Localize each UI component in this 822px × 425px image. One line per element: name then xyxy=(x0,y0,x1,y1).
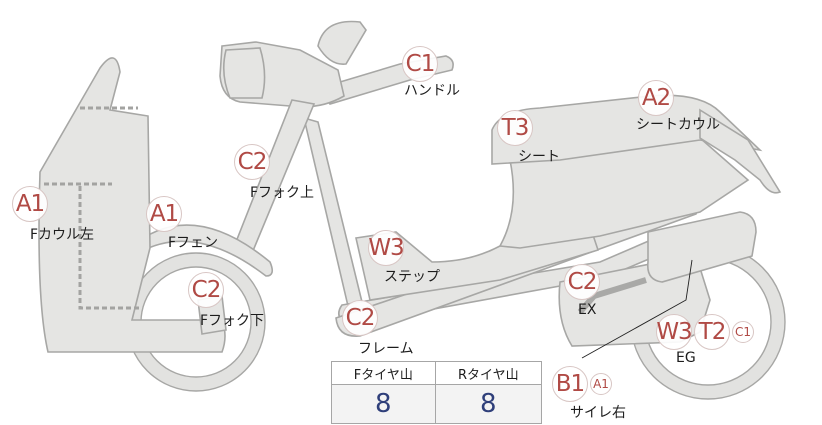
seat-cowl-code: A2 xyxy=(638,80,674,116)
front-fork-lower-label: Fフォク下 xyxy=(200,313,265,329)
callout-seat-cowl: A2 xyxy=(638,80,674,116)
seat-cowl-shape xyxy=(699,108,782,194)
rear-tire-value: 8 xyxy=(434,384,543,424)
side-cover-right-code-1: B1 xyxy=(552,366,588,402)
callout-seat: T3 xyxy=(497,110,533,146)
front-fork-upper-code: C2 xyxy=(234,144,270,180)
exhaust-pipe-shape xyxy=(577,277,647,314)
fork-tube-shape xyxy=(302,116,363,307)
cowl-seam-line xyxy=(78,186,140,310)
front-tire-header: Fタイヤ山 xyxy=(331,361,436,385)
front-fender-shape xyxy=(128,224,274,277)
front-cowl-left-code: A1 xyxy=(12,186,48,222)
rear-tire-header: Rタイヤ山 xyxy=(434,361,543,385)
step-label: ステップ xyxy=(384,269,440,285)
callout-front-cowl-left: A1 xyxy=(12,186,48,222)
front-fender-label: Fフェン xyxy=(168,235,219,251)
body-shape xyxy=(498,137,750,249)
callout-front-fork-lower: C2 xyxy=(188,272,224,308)
tire-table-value-row: 8 8 xyxy=(331,384,543,424)
frame-code: C2 xyxy=(342,300,378,336)
seat-code: T3 xyxy=(497,110,533,146)
engine-code-2: T2 xyxy=(694,314,730,350)
front-tire-value: 8 xyxy=(331,384,436,424)
engine-code-1: W3 xyxy=(656,314,693,350)
front-cowl-shape xyxy=(38,57,226,353)
callout-front-fender: A1 xyxy=(146,196,182,232)
callout-handle: C1 xyxy=(402,46,438,82)
handle-label: ハンドル xyxy=(404,83,460,99)
callout-frame: C2 xyxy=(342,300,378,336)
handle-post-shape xyxy=(317,20,367,65)
callout-side-cover-right: B1 A1 xyxy=(552,366,612,402)
tire-table-header-row: Fタイヤ山 Rタイヤ山 xyxy=(331,361,543,385)
callout-engine: W3 T2 C1 xyxy=(656,314,754,350)
tire-tread-table: Fタイヤ山 Rタイヤ山 8 8 xyxy=(331,361,543,424)
handle-code: C1 xyxy=(402,46,438,82)
exhaust-code: C2 xyxy=(564,264,600,300)
engine-code-3: C1 xyxy=(732,321,754,343)
seat-label: シート xyxy=(518,149,560,165)
exhaust-label: EX xyxy=(578,302,597,318)
step-code: W3 xyxy=(368,230,405,266)
frame-label: フレーム xyxy=(358,341,414,357)
head-light-shape xyxy=(222,47,266,99)
front-cowl-left-label: Fカウル左 xyxy=(30,227,95,243)
callout-step: W3 xyxy=(368,230,405,266)
callout-front-fork-upper: C2 xyxy=(234,144,270,180)
side-cover-right-label: サイレ右 xyxy=(570,405,626,421)
engine-label: EG xyxy=(676,350,696,366)
front-fork-upper-label: Fフォク上 xyxy=(250,185,315,201)
seat-cowl-label: シートカウル xyxy=(636,117,720,133)
front-fork-lower-code: C2 xyxy=(188,272,224,308)
leader-line xyxy=(581,259,693,359)
callout-exhaust: C2 xyxy=(564,264,600,300)
muffler-shape xyxy=(646,211,757,283)
front-fender-code: A1 xyxy=(146,196,182,232)
side-cover-right-code-2: A1 xyxy=(590,373,612,395)
